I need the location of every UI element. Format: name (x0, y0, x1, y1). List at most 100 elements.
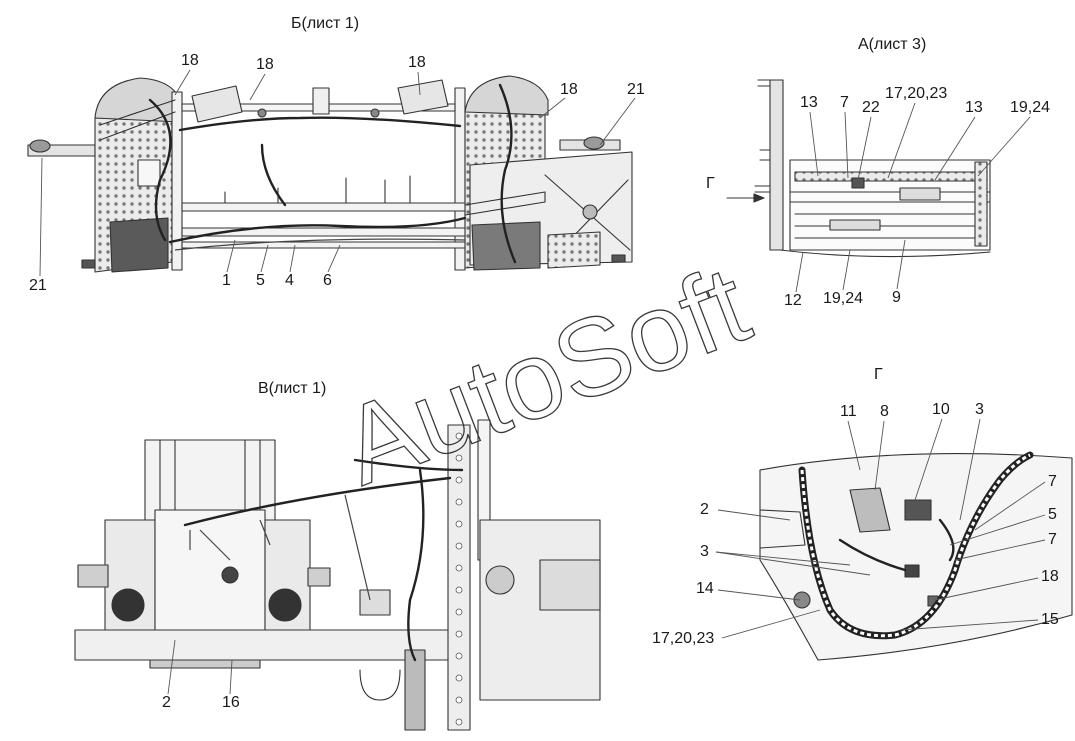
leader-line (327, 244, 341, 273)
view-v-cables (183, 458, 464, 662)
wiring-harness-bottom (168, 216, 467, 244)
right-hood (464, 75, 549, 116)
view-b-cables (148, 83, 517, 264)
leader-line (715, 551, 871, 576)
callout-label: 18 (560, 81, 578, 98)
callout-label: 9 (892, 289, 901, 306)
callout-label: 16 (222, 694, 240, 711)
bottom-beam (181, 241, 466, 249)
rails (789, 191, 991, 239)
leader-line (715, 551, 851, 566)
right-lower-door (471, 221, 541, 271)
marker-lamp-left (257, 108, 267, 118)
left-side-cable (148, 98, 172, 242)
callout-label: 14 (696, 580, 714, 597)
gearbox-ribs (159, 439, 261, 521)
sensor-right (268, 588, 302, 622)
coupler (359, 589, 391, 616)
callout-label: 19,24 (1010, 99, 1051, 116)
left-flasher-bracket (191, 85, 243, 123)
upper-beam (181, 202, 466, 212)
leader-line (857, 116, 872, 181)
leader-line (417, 71, 421, 96)
callout-label: 15 (1041, 611, 1059, 628)
callout-label: 11 (840, 403, 857, 420)
view-g-drawing (759, 453, 1073, 661)
leader-line (167, 639, 176, 695)
sensor-left (111, 588, 145, 622)
harness-main (183, 458, 464, 662)
callout-label: 13 (800, 94, 818, 111)
harness-branches (189, 494, 371, 601)
perforated-post (447, 424, 471, 731)
leader-line (174, 69, 191, 96)
view-b-title: Б(лист 1) (291, 15, 360, 32)
leader-line (977, 116, 1031, 177)
callout-label: 5 (256, 272, 265, 289)
callout-label: 12 (784, 292, 802, 309)
leader-line (899, 619, 1039, 631)
right-perforated-lower (547, 231, 601, 269)
view-g-title: Г (874, 366, 883, 383)
leader-line (260, 244, 269, 273)
leader-line (226, 239, 236, 273)
view-b-drawing (27, 75, 633, 273)
leader-line (959, 418, 981, 521)
leader-line (809, 111, 819, 177)
leader-line (39, 157, 43, 277)
leader-line (599, 97, 636, 146)
callout-label: 21 (29, 277, 47, 294)
marker-lamp-right (370, 108, 380, 118)
left-relay-box (137, 159, 161, 187)
callout-label: 1 (222, 272, 231, 289)
leader-line (887, 102, 916, 179)
view-arrow-head (753, 193, 765, 203)
leader-line (874, 420, 885, 491)
right-pivot (582, 204, 598, 220)
callout-label: 2 (162, 694, 171, 711)
callout-label: 6 (323, 272, 332, 289)
leader-line (539, 97, 566, 119)
left-foot (81, 259, 96, 269)
panel-outline (759, 453, 1073, 661)
view-a-title: А(лист 3) (858, 36, 927, 53)
leader-line (954, 539, 1046, 561)
right-flasher-bracket (397, 79, 449, 115)
right-foot (611, 254, 626, 263)
wiring-harness-lower (174, 238, 466, 251)
chassis-beam (74, 629, 456, 661)
lower-gearbox-center (154, 509, 266, 631)
base-block (149, 659, 261, 669)
upper-gearbox (144, 439, 276, 521)
callout-label: 3 (700, 543, 709, 560)
mounting-plate (769, 79, 784, 251)
view-v-drawing (74, 419, 601, 731)
callout-label: 22 (862, 99, 880, 116)
beam-posts (224, 175, 411, 204)
left-lower-door (109, 217, 169, 273)
sensor-center (221, 566, 239, 584)
view-a-drawing (726, 79, 991, 258)
leader-line (934, 116, 976, 181)
callout-label: 18 (256, 56, 274, 73)
callout-label: 17,20,23 (885, 85, 948, 102)
right-unit-flange (539, 559, 601, 611)
side-perforation (974, 161, 988, 247)
leader-line (949, 514, 1046, 546)
loop-bracket (359, 669, 401, 701)
callout-label: 17,20,23 (652, 630, 715, 647)
leader-lines (39, 69, 1046, 695)
callout-label: 2 (700, 501, 709, 518)
leader-line (842, 249, 851, 291)
side-cables (838, 518, 955, 572)
lower-block (829, 219, 881, 231)
wiring-harness-braid (800, 453, 1031, 638)
leader-line (847, 420, 861, 471)
callout-label: 18 (181, 52, 199, 69)
callout-label: 7 (840, 94, 849, 111)
right-lamp (583, 136, 605, 150)
leader-line (249, 73, 266, 101)
center-bracket (312, 87, 330, 115)
